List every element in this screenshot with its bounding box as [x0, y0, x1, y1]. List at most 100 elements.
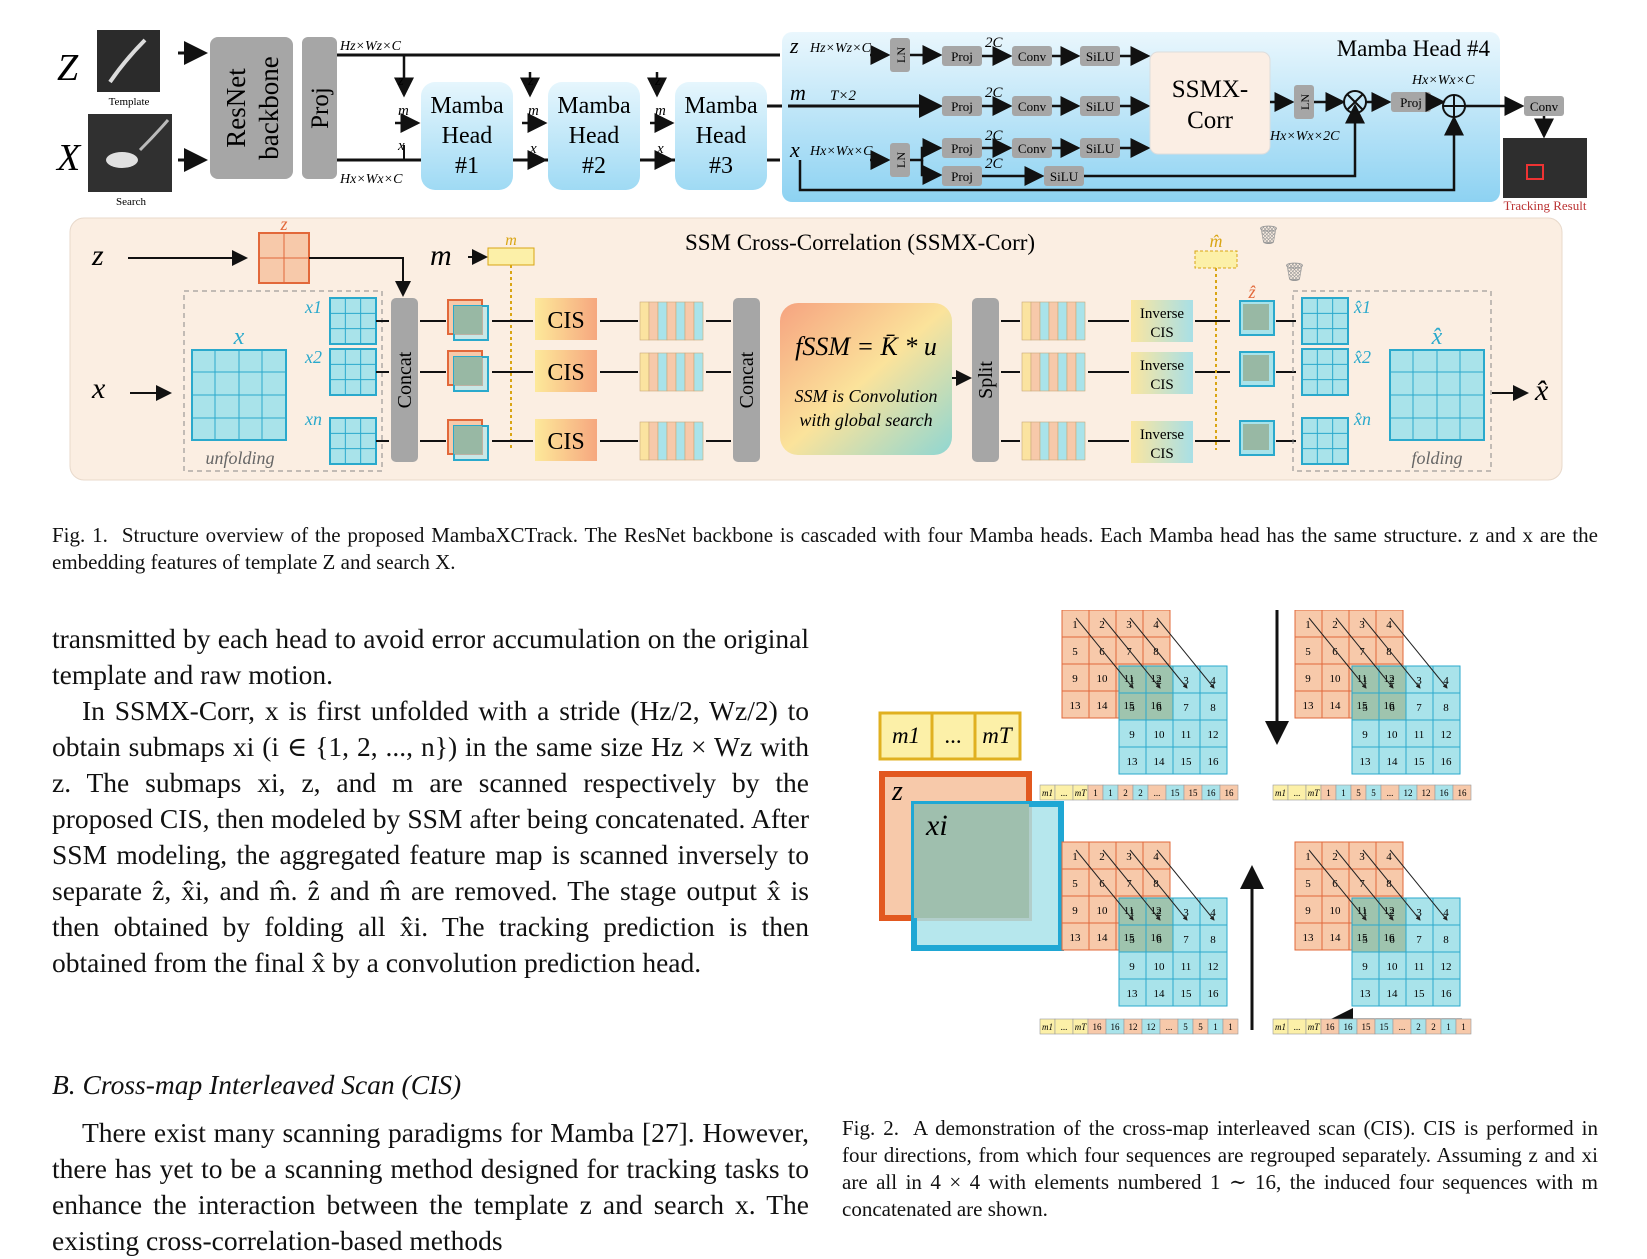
svg-text:9: 9 — [1072, 673, 1078, 685]
svg-text:Mamba: Mamba — [684, 93, 758, 119]
svg-text:13: 13 — [1127, 988, 1139, 1000]
svg-text:16: 16 — [1151, 932, 1163, 944]
svg-text:9: 9 — [1129, 961, 1135, 973]
svg-text:5: 5 — [1072, 878, 1078, 890]
sequence-cell: 16 — [1344, 1022, 1354, 1032]
backbone-line1: ResNet — [221, 68, 251, 148]
svg-text:7: 7 — [1359, 878, 1365, 890]
sequence-cell: 15 — [1171, 788, 1181, 798]
cis-panel-3: 1122334455667788991010111112121313141415… — [1039, 841, 1264, 1035]
sequence-cell: 5 — [1356, 788, 1361, 798]
svg-text:x̂n: x̂n — [1353, 409, 1371, 429]
svg-text:4: 4 — [1210, 675, 1216, 687]
svg-text:x2: x2 — [304, 347, 322, 367]
svg-text:CIS: CIS — [1150, 377, 1173, 393]
svg-text:Proj: Proj — [951, 169, 973, 184]
fig1-caption-label: Fig. 1. — [52, 523, 108, 547]
template-image — [97, 30, 160, 92]
svg-text:ẑ: ẑ — [1247, 282, 1256, 302]
svg-text:12: 12 — [1384, 905, 1395, 917]
svg-text:15: 15 — [1414, 988, 1426, 1000]
svg-text:3: 3 — [1416, 907, 1422, 919]
svg-text:4: 4 — [1386, 851, 1392, 863]
sequence-cell: ... — [1294, 788, 1301, 798]
svg-text:Hx×Wx×C: Hx×Wx×C — [809, 144, 873, 159]
svg-text:Head: Head — [569, 123, 620, 149]
sequence-cell: 2 — [1431, 1022, 1436, 1032]
proj-label: Proj — [307, 87, 334, 129]
svg-text:11: 11 — [1357, 673, 1368, 685]
search-image — [88, 114, 172, 192]
sequence-cell: 2 — [1138, 788, 1143, 798]
fig2-caption: Fig. 2.A demonstration of the cross-map … — [842, 1115, 1598, 1223]
svg-text:2: 2 — [1156, 675, 1162, 687]
svg-text:1: 1 — [1362, 675, 1368, 687]
sequence-cell: 16 — [1093, 1022, 1103, 1032]
svg-text:2C: 2C — [985, 35, 1004, 51]
input-z-label: Z — [57, 47, 79, 89]
svg-text:x̂2: x̂2 — [1353, 347, 1371, 367]
svg-text:11: 11 — [1124, 673, 1135, 685]
svg-text:11: 11 — [1357, 905, 1368, 917]
svg-text:9: 9 — [1362, 729, 1368, 741]
svg-text:Proj: Proj — [951, 141, 973, 156]
mamba-head-1: z m x Mamba Head #1 — [394, 55, 513, 190]
svg-text:unfolding: unfolding — [205, 448, 274, 468]
svg-text:2: 2 — [1099, 619, 1105, 631]
sequence-cell: mT — [1308, 788, 1320, 798]
svg-text:7: 7 — [1416, 934, 1422, 946]
svg-text:z: z — [654, 73, 661, 89]
svg-text:6: 6 — [1389, 934, 1395, 946]
svg-text:13: 13 — [1070, 932, 1082, 944]
svg-text:Concat: Concat — [394, 351, 416, 408]
svg-text:8: 8 — [1153, 878, 1159, 890]
svg-text:14: 14 — [1097, 932, 1109, 944]
svg-text:Head: Head — [442, 123, 493, 149]
svg-text:Mamba: Mamba — [430, 93, 504, 119]
mamba-head-2: z m x Mamba Head #2 — [513, 72, 640, 190]
mamba-head-4-panel: Mamba Head #4 z Hz×Wz×C LN Proj 2C Conv … — [782, 32, 1500, 202]
svg-text:x: x — [91, 372, 106, 405]
svg-text:Proj: Proj — [951, 49, 973, 64]
svg-text:16: 16 — [1208, 988, 1220, 1000]
svg-text:T×2: T×2 — [830, 88, 856, 104]
sequence-cell: mT — [1308, 1022, 1320, 1032]
svg-text:16: 16 — [1384, 700, 1396, 712]
svg-text:14: 14 — [1097, 700, 1109, 712]
sequence-cell: 16 — [1111, 1022, 1121, 1032]
svg-text:4: 4 — [1153, 619, 1159, 631]
svg-text:11: 11 — [1181, 729, 1192, 741]
sequence-cell: ... — [1294, 1022, 1301, 1032]
sequence-cell: 12 — [1147, 1022, 1156, 1032]
svg-text:CIS: CIS — [1150, 446, 1173, 462]
svg-text:15: 15 — [1181, 988, 1193, 1000]
svg-text:m: m — [430, 239, 452, 272]
svg-text:10: 10 — [1387, 961, 1399, 973]
svg-text:16: 16 — [1151, 700, 1163, 712]
svg-text:7: 7 — [1359, 646, 1365, 658]
svg-text:with global search: with global search — [799, 410, 932, 430]
svg-text:14: 14 — [1154, 988, 1166, 1000]
sequence-cell: ... — [1061, 788, 1068, 798]
svg-text:2C: 2C — [985, 85, 1004, 101]
svg-text:11: 11 — [1414, 961, 1425, 973]
svg-text:15: 15 — [1181, 756, 1193, 768]
svg-text:Corr: Corr — [1187, 107, 1234, 134]
svg-text:Split: Split — [975, 361, 997, 399]
svg-text:SiLU: SiLU — [1086, 49, 1115, 64]
svg-text:9: 9 — [1072, 905, 1078, 917]
svg-text:5: 5 — [1305, 646, 1311, 658]
svg-text:2C: 2C — [985, 128, 1004, 144]
sequence-cell: m1 — [1275, 1022, 1286, 1032]
svg-text:3: 3 — [1183, 675, 1189, 687]
svg-text:12: 12 — [1441, 961, 1452, 973]
svg-text:3: 3 — [1126, 851, 1132, 863]
fig2-caption-text: A demonstration of the cross-map interle… — [842, 1116, 1598, 1221]
svg-text:7: 7 — [1416, 702, 1422, 714]
svg-text:8: 8 — [1443, 934, 1449, 946]
svg-text:fSSM = K̄ * u: fSSM = K̄ * u — [795, 332, 937, 361]
svg-text:10: 10 — [1154, 729, 1166, 741]
svg-text:z: z — [279, 214, 287, 234]
svg-text:7: 7 — [1183, 702, 1189, 714]
sequence-cell: 2 — [1416, 1022, 1421, 1032]
